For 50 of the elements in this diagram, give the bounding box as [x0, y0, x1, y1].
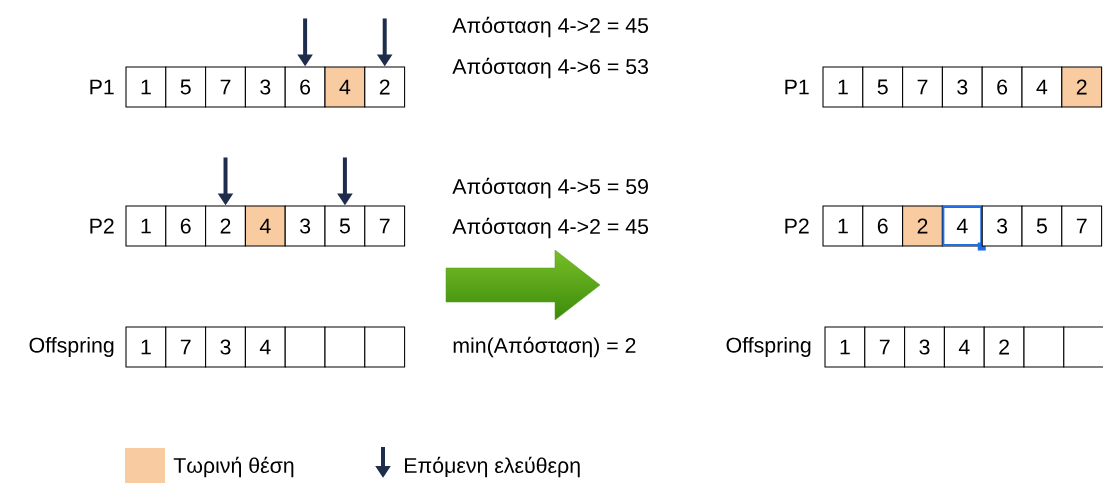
array-cell: 3 [981, 205, 1023, 247]
array-cell: 1 [125, 66, 167, 108]
array-cell: 6 [165, 205, 207, 247]
text-label: Απόσταση 4->2 = 45 [452, 217, 649, 239]
array-cell: 6 [284, 66, 326, 108]
array-cell: 7 [864, 326, 906, 368]
array-cell: 7 [902, 66, 943, 108]
text-label: Απόσταση 4->6 = 53 [452, 57, 648, 79]
array-cell: 5 [862, 66, 904, 108]
array-cell: 3 [904, 326, 945, 368]
text-label: P1 [90, 79, 114, 95]
text-label: Απόσταση 4->2 = 45 [452, 16, 649, 38]
text-label: min(Απόσταση) = 2 [453, 336, 636, 358]
array-cell: 3 [205, 326, 246, 368]
empty-cell [1063, 326, 1103, 368]
array-cell: 3 [941, 66, 983, 108]
array-cell: 7 [205, 66, 246, 108]
text-label: Απόσταση 4->5 = 59 [452, 177, 648, 199]
array-cell: 4 [1021, 66, 1063, 108]
array-cell: 4 [244, 326, 286, 368]
array-cell: 6 [862, 205, 904, 247]
array-cell: 4 [324, 66, 366, 108]
array-cell: 1 [125, 205, 167, 247]
array-cell: 1 [822, 205, 864, 247]
array-cell: 7 [165, 326, 207, 368]
array-cell: 3 [284, 205, 326, 247]
array-cell: 7 [364, 205, 406, 247]
array-cell: 2 [1061, 66, 1103, 108]
array-cell: 2 [205, 205, 246, 247]
array-cell: 2 [902, 205, 943, 247]
text-label: P1 [785, 79, 809, 95]
array-cell: 4 [943, 326, 985, 368]
array-cell: 5 [165, 66, 207, 108]
legend-text: Επόμενη ελεύθερη [405, 456, 580, 478]
array-cell: 5 [324, 205, 366, 247]
array-cell: 1 [824, 326, 866, 368]
array-cell: 2 [983, 326, 1025, 368]
array-cell: 3 [244, 66, 286, 108]
text-label: Offspring [29, 337, 114, 357]
array-cell: 4 [244, 205, 286, 247]
text-label: P2 [785, 218, 809, 234]
array-cell: 6 [981, 66, 1023, 108]
text-label: P2 [90, 218, 114, 234]
text-label: Offspring [726, 337, 811, 357]
legend-text: Τωρινή θέση [173, 456, 294, 478]
array-cell: 1 [125, 326, 167, 368]
array-cell: 1 [822, 66, 864, 108]
array-cell: 2 [364, 66, 406, 108]
array-cell: 7 [1061, 205, 1103, 247]
array-cell: 5 [1021, 205, 1063, 247]
